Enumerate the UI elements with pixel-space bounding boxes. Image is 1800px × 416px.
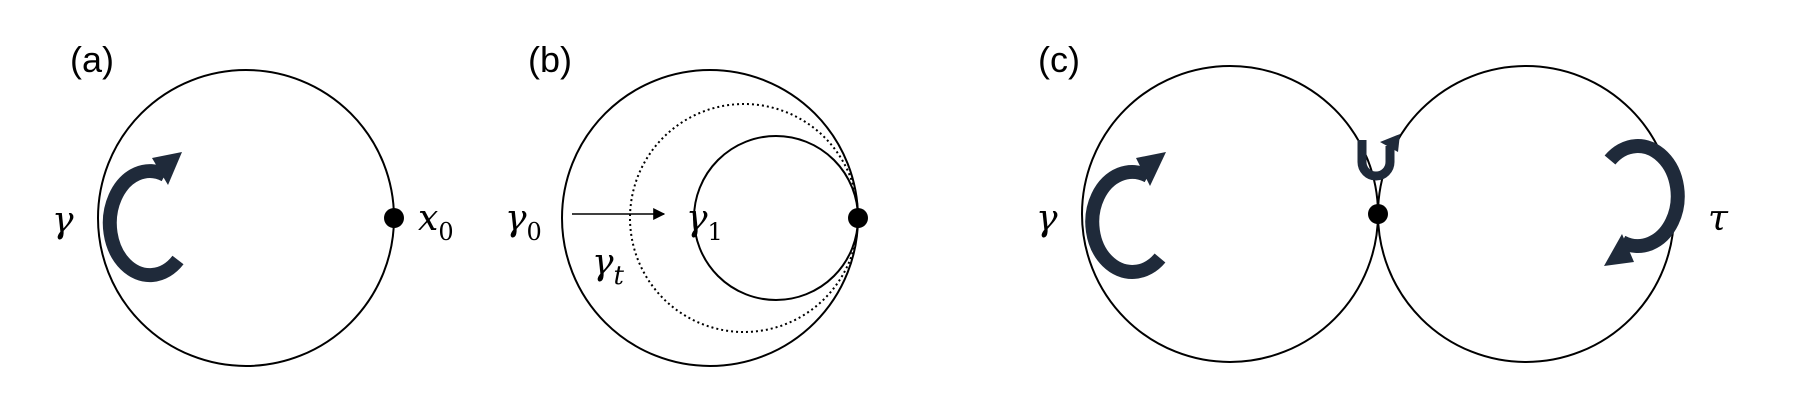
basepoint-x0-dot xyxy=(384,208,404,228)
loop-gamma-circle xyxy=(97,69,395,367)
gammat-label-main: γ xyxy=(592,242,614,283)
gamma-left-label: γ xyxy=(1036,198,1058,239)
tau-right-label: τ xyxy=(1708,198,1729,239)
panel-c-label: (c) xyxy=(1038,39,1080,80)
gamma1-label-main: γ xyxy=(686,198,708,239)
gamma0-label-sub: 0 xyxy=(527,218,542,246)
loop-tau-right-circle xyxy=(1377,65,1675,363)
panel-b-label: (b) xyxy=(528,39,572,80)
junction-uturn-arrow-icon xyxy=(1357,134,1400,181)
common-basepoint-dot xyxy=(848,208,868,228)
orientation-arrow-icon xyxy=(102,152,184,283)
gamma1-label: γ1 xyxy=(686,198,723,246)
gamma-label: γ xyxy=(52,200,74,241)
panel-a-label: (a) xyxy=(70,39,114,80)
gamma-orientation-arrow-icon xyxy=(1085,152,1166,279)
panel-c: (c) γ τ xyxy=(1036,39,1729,363)
loop-gamma-left-circle xyxy=(1081,65,1379,363)
wedge-basepoint-dot xyxy=(1368,204,1388,224)
gammat-label: γt xyxy=(592,242,625,291)
panel-b: (b) γ0 γ1 γt xyxy=(505,39,868,367)
basepoint-x0-label: x0 xyxy=(418,198,454,246)
gamma0-label: γ0 xyxy=(505,198,542,246)
loop-gammat-dotted-circle xyxy=(629,103,859,333)
tau-orientation-arrow-icon xyxy=(1604,139,1685,266)
panel-a: (a) γ x0 xyxy=(52,39,454,367)
gamma1-label-sub: 1 xyxy=(708,218,723,246)
gamma0-label-main: γ xyxy=(505,198,527,239)
gammat-label-sub: t xyxy=(614,261,625,291)
basepoint-x0-label-main: x xyxy=(418,198,438,239)
basepoint-x0-label-sub: 0 xyxy=(438,218,453,246)
